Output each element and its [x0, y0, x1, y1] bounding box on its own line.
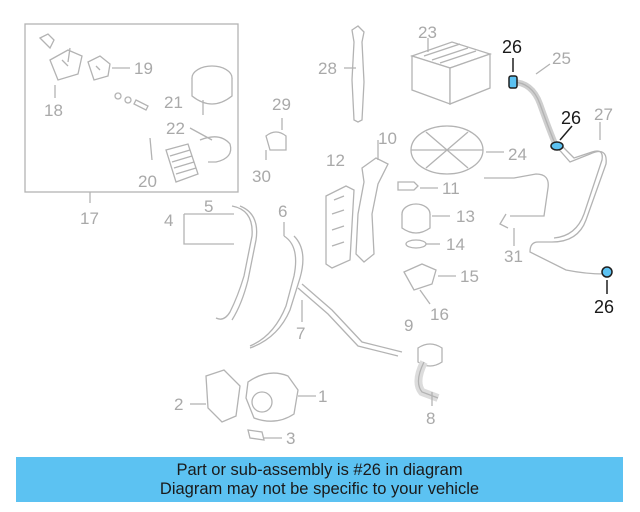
inset-box — [24, 23, 239, 203]
callout-9: 9 — [404, 316, 413, 335]
hose-25-drawing — [511, 63, 559, 148]
clamp-26-middle[interactable] — [550, 125, 573, 151]
callout-10: 10 — [378, 129, 397, 148]
callout-26-top: 26 — [502, 37, 522, 57]
callout-27: 27 — [594, 105, 613, 124]
pump-1-2-3-drawing — [190, 369, 316, 441]
fitting-11-drawing — [397, 181, 438, 191]
info-banner-line-2: Diagram may not be specific to your vehi… — [159, 479, 480, 498]
callout-13: 13 — [456, 207, 475, 226]
callout-18: 18 — [44, 101, 63, 120]
callout-19: 19 — [134, 59, 153, 78]
info-banner-line-1: Part or sub-assembly is #26 in diagram — [176, 460, 463, 479]
tube-7-drawing — [297, 283, 403, 357]
callout-15: 15 — [460, 267, 479, 286]
info-banner: Part or sub-assembly is #26 in diagram D… — [16, 457, 623, 502]
pump-21-drawing — [191, 65, 233, 115]
callout-20: 20 — [138, 172, 157, 191]
canister-23-drawing — [409, 38, 493, 105]
callout-25: 25 — [552, 49, 571, 68]
sensor-31-drawing — [484, 173, 549, 246]
hose-22-drawing — [189, 127, 232, 163]
clamp-26-bottom[interactable] — [601, 266, 613, 294]
bracket-18-drawing — [38, 33, 83, 98]
callout-12: 12 — [326, 151, 345, 170]
callout-6: 6 — [278, 202, 287, 221]
callout-24: 24 — [508, 145, 527, 164]
callout-22: 22 — [166, 119, 185, 138]
hose-6-drawing — [249, 222, 304, 349]
connector-29-30-drawing — [265, 118, 287, 160]
disc-24-drawing — [410, 125, 504, 175]
callout-26-middle: 26 — [561, 108, 581, 128]
pipe-10-drawing — [355, 140, 389, 263]
callout-4: 4 — [164, 211, 173, 230]
bracket-12-drawing — [325, 185, 355, 269]
callout-8: 8 — [426, 409, 435, 428]
callout-16: 16 — [430, 305, 449, 324]
callout-28: 28 — [318, 59, 337, 78]
gasket-14-drawing — [405, 239, 440, 249]
bolts-drawing — [114, 92, 149, 111]
callout-3: 3 — [286, 429, 295, 448]
elbow-8-9-drawing — [414, 343, 443, 406]
callout-23: 23 — [418, 23, 437, 42]
pipe-27-drawing — [529, 122, 607, 275]
tube-28-drawing — [344, 25, 365, 123]
callout-26-bottom: 26 — [594, 297, 614, 317]
callout-30: 30 — [252, 167, 271, 186]
callout-1: 1 — [318, 387, 327, 406]
callout-17: 17 — [80, 209, 99, 228]
clamp-26-top[interactable] — [508, 58, 518, 89]
callout-31: 31 — [504, 247, 523, 266]
callout-14: 14 — [446, 235, 465, 254]
connector-15-16-drawing — [403, 263, 456, 305]
callout-7: 7 — [296, 324, 305, 343]
callout-21: 21 — [164, 93, 183, 112]
callout-5: 5 — [204, 197, 213, 216]
valve-13-drawing — [401, 203, 450, 234]
filter-20-drawing — [149, 137, 199, 183]
callout-29: 29 — [272, 95, 291, 114]
callout-2: 2 — [174, 395, 183, 414]
callout-11: 11 — [442, 179, 460, 198]
bracket-19-drawing — [87, 55, 130, 81]
hose-4-5-drawing — [183, 205, 258, 321]
